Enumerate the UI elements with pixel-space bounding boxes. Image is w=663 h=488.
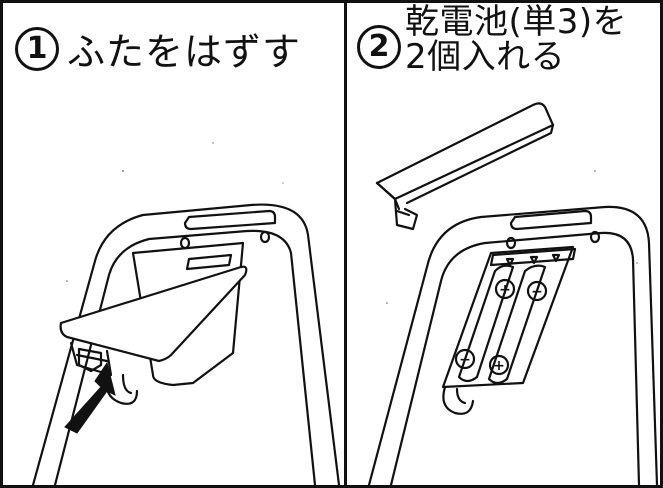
paper-specks-2: [386, 170, 638, 304]
minus-label-top: −: [531, 284, 543, 300]
compartment-tab: [185, 253, 233, 271]
step-2-number-badge: 2: [357, 25, 401, 69]
insert-batteries-illustration: + − − +: [367, 102, 659, 485]
screw-hole-left: [179, 236, 191, 250]
step-1-instruction: ふたをはずす: [67, 30, 302, 74]
remove-cover-illustration: [31, 142, 341, 485]
minus-label-bottom: −: [459, 352, 471, 368]
step-1-number-badge: 1: [15, 27, 59, 71]
polarity-triangle-3: [551, 253, 561, 263]
plus-terminal-bottom: [488, 354, 510, 376]
battery-right: [487, 264, 547, 385]
remote-body-outline: [31, 203, 341, 485]
polarity-triangle-2: [529, 255, 539, 265]
battery-compartment: [131, 241, 245, 387]
minus-terminal-top: [526, 280, 548, 302]
remote-top-slot: [183, 209, 277, 231]
remote-body-outline-2: [367, 205, 659, 485]
remote-latch-2: [442, 385, 475, 415]
minus-terminal-bottom: [454, 348, 476, 370]
battery-cover: [59, 265, 248, 363]
paper-specks: [66, 142, 284, 282]
plus-label-bottom: +: [493, 358, 505, 374]
step-2-instruction-line-2: 2個入れる: [405, 37, 566, 77]
remote-body-bevel-2: [389, 231, 641, 485]
floating-cover-clip: [393, 197, 419, 231]
remote-top-slot-2: [509, 209, 593, 231]
screw-hole-right: [259, 230, 271, 244]
floating-cover: [375, 102, 555, 201]
plus-terminal-top: [494, 278, 516, 300]
polarity-triangle-1: [505, 257, 515, 267]
plus-label-top: +: [499, 282, 511, 298]
step-1-panel: 1 ふたをはずす: [3, 3, 344, 485]
battery-compartment-2: [441, 245, 575, 389]
cover-clip: [77, 347, 103, 373]
step-2-instruction-line-1: 乾電池(単3)を: [405, 2, 628, 42]
step-2-panel: 2 乾電池(単3)を 2個入れる: [347, 3, 660, 485]
remote-body-bevel: [53, 229, 317, 485]
battery-left: [457, 264, 515, 383]
panel-divider: [344, 3, 347, 485]
push-arrow-icon: [64, 361, 116, 434]
